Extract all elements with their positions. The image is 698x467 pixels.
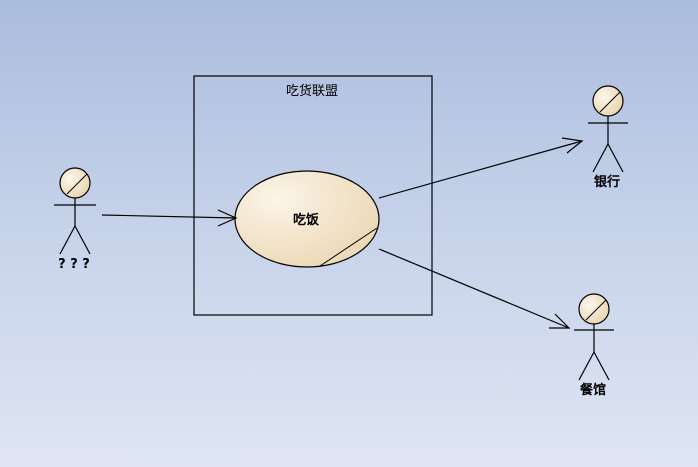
association-use-case-to-restaurant[interactable]	[378, 248, 571, 329]
association-customer-to-use-case[interactable]	[101, 209, 238, 227]
actor-restaurant[interactable]: 餐馆	[574, 293, 614, 398]
actor-customer-label: ? ? ?	[58, 257, 90, 272]
use-case-eat[interactable]: 吃饭	[234, 170, 380, 268]
actor-bank-label: 银行	[594, 174, 620, 190]
system-boundary-title: 吃货联盟	[286, 83, 338, 99]
actor-restaurant-label: 餐馆	[579, 382, 606, 398]
actor-bank[interactable]: 银行	[588, 85, 628, 190]
actor-customer[interactable]: ? ? ?	[54, 167, 96, 272]
association-use-case-to-bank[interactable]	[378, 137, 584, 199]
use-case-label: 吃饭	[293, 212, 319, 228]
system-boundary[interactable]: 吃货联盟	[193, 75, 433, 316]
